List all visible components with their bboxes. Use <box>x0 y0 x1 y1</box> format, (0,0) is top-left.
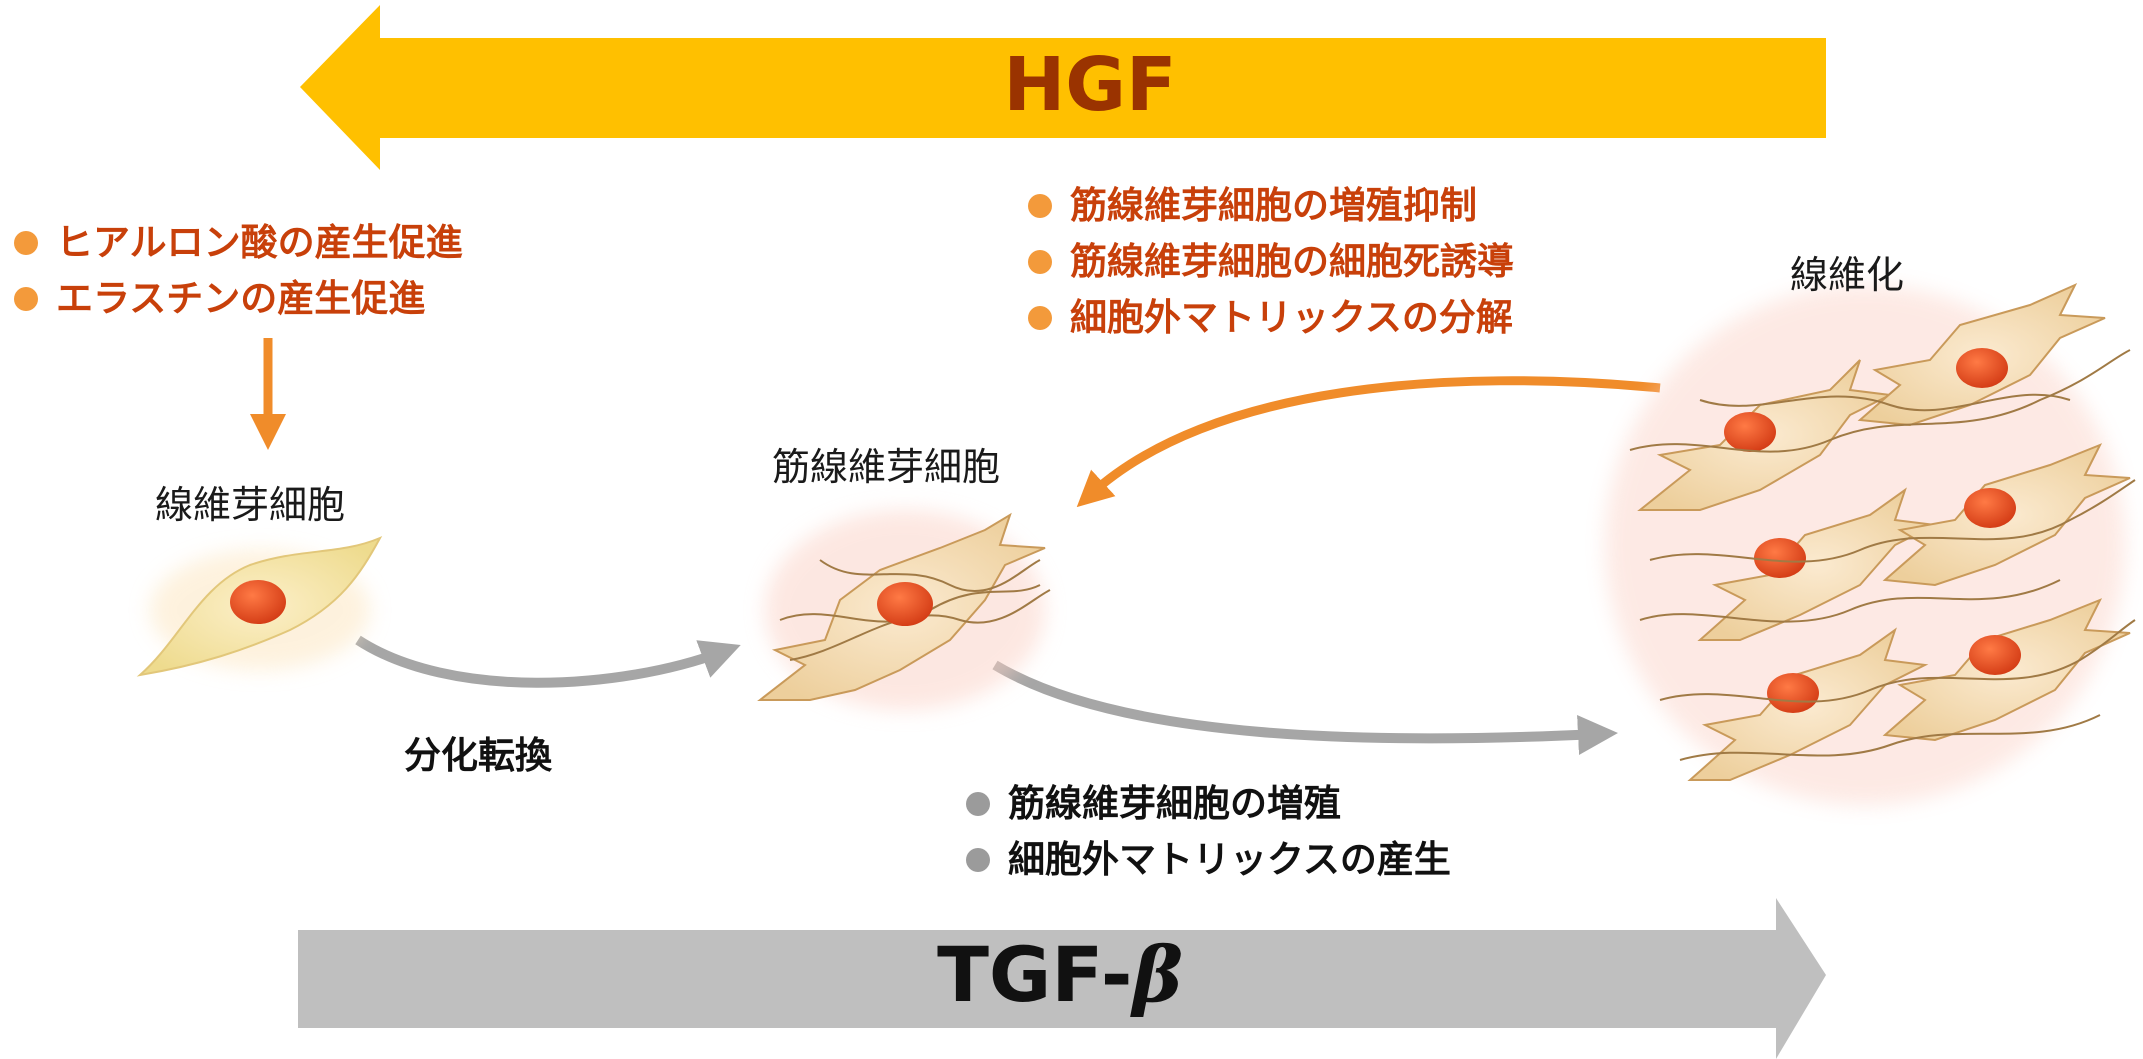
fibroblast-cell <box>136 535 383 677</box>
tgf-label-main: TGF- <box>937 930 1133 1019</box>
transdifferentiation-arrow <box>355 635 741 688</box>
bullet-icon <box>966 848 990 872</box>
list-item: 細胞外マトリックスの分解 <box>1028 290 1514 346</box>
fibrosis-fibers <box>1629 349 2136 761</box>
fibroblast-nucleus <box>230 580 286 624</box>
tgf-effects: 筋線維芽細胞の増殖 細胞外マトリックスの産生 <box>966 776 1451 888</box>
proliferation-arrow <box>992 660 1618 755</box>
effect-text: 筋線維芽細胞の増殖 <box>1008 782 1341 825</box>
myofibroblast-nucleus <box>877 582 933 626</box>
bullet-icon <box>14 231 38 255</box>
fibrosis-cell <box>1882 598 2131 742</box>
tgf-beta-arrow <box>298 898 1826 1059</box>
fibrosis-cluster <box>1605 282 2136 805</box>
fibrosis-cell <box>1857 282 2106 427</box>
effect-text: 筋線維芽細胞の増殖抑制 <box>1070 184 1477 227</box>
effect-text: エラスチンの産生促進 <box>56 277 426 320</box>
fibrosis-cell <box>1882 443 2131 587</box>
bullet-icon <box>1028 250 1052 274</box>
hgf-arrow <box>300 5 1826 170</box>
fibroblast-label: 線維芽細胞 <box>155 483 346 527</box>
fibrosis-cell <box>1697 487 1939 641</box>
list-item: 筋線維芽細胞の増殖抑制 <box>1028 178 1514 234</box>
list-item: ヒアルロン酸の産生促進 <box>14 215 463 271</box>
effect-text: ヒアルロン酸の産生促進 <box>56 221 463 264</box>
tgf-label-beta: β <box>1132 930 1183 1019</box>
myofibroblast-label: 筋線維芽細胞 <box>772 445 1001 489</box>
effect-text: 筋線維芽細胞の細胞死誘導 <box>1070 240 1514 283</box>
fibrosis-cell <box>1687 627 1929 781</box>
bullet-icon <box>1028 306 1052 330</box>
fibrosis-label: 線維化 <box>1790 253 1905 297</box>
bullet-icon <box>1028 194 1052 218</box>
myofibroblast-cell <box>757 510 1051 710</box>
bullet-icon <box>14 287 38 311</box>
hgf-myofibroblast-effects: 筋線維芽細胞の増殖抑制 筋線維芽細胞の細胞死誘導 細胞外マトリックスの分解 <box>1028 178 1514 346</box>
bullet-icon <box>966 792 990 816</box>
hgf-fibroblast-effects: ヒアルロン酸の産生促進 エラスチンの産生促進 <box>14 215 463 327</box>
reversal-arrow <box>1076 376 1661 508</box>
transdifferentiation-label: 分化転換 <box>404 734 552 777</box>
effect-text: 細胞外マトリックスの分解 <box>1070 296 1513 339</box>
list-item: 筋線維芽細胞の細胞死誘導 <box>1028 234 1514 290</box>
list-item: 細胞外マトリックスの産生 <box>966 832 1451 888</box>
list-item: 筋線維芽細胞の増殖 <box>966 776 1451 832</box>
effect-text: 細胞外マトリックスの産生 <box>1008 838 1451 881</box>
hgf-label: HGF <box>1003 42 1177 128</box>
list-item: エラスチンの産生促進 <box>14 271 463 327</box>
tgf-beta-label: TGF-β <box>880 930 1240 1019</box>
